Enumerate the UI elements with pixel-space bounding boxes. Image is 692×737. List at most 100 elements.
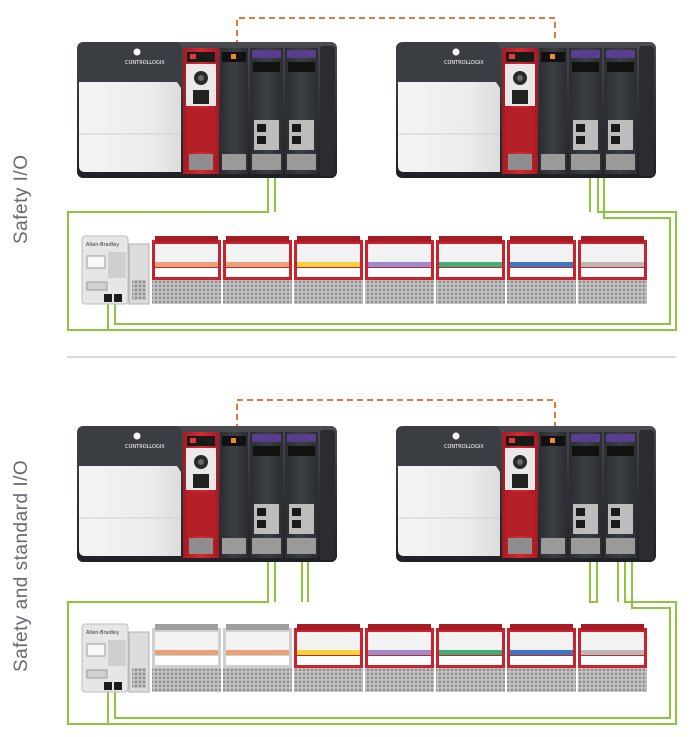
ethernet-display — [607, 62, 634, 72]
ethernet-module-label — [252, 50, 281, 58]
chassis-top-cover — [396, 426, 501, 464]
io-module-label — [155, 656, 218, 665]
ethernet-port-icon — [257, 508, 266, 516]
io-module-face — [368, 244, 431, 262]
partner-base — [222, 154, 246, 170]
io-module-color-stripe — [155, 262, 218, 267]
adapter-display — [86, 255, 106, 269]
io-module-label — [510, 656, 573, 665]
controller-brand: CONTROLLOGIX — [125, 60, 165, 66]
redundancy-link — [236, 399, 556, 430]
power-module-terminals — [132, 280, 146, 300]
io-module-label — [226, 656, 289, 665]
safety-controller-display — [187, 52, 215, 62]
status-led — [509, 54, 515, 59]
io-module-face — [226, 632, 289, 650]
power-supply-front — [398, 466, 500, 556]
io-module-color-stripe — [510, 650, 573, 655]
io-module-top-tab — [155, 624, 218, 630]
io-module-color-stripe — [510, 262, 573, 267]
io-terminal-block — [294, 280, 363, 304]
ethernet-module-label — [287, 434, 316, 442]
ethernet-port-icon — [576, 136, 585, 144]
io-terminal-block — [365, 280, 434, 304]
adapter-brand: Allen-Bradley — [86, 242, 119, 248]
io-module-top-tab — [581, 624, 644, 630]
io-module-top-tab — [510, 624, 573, 630]
io-module-top-tab — [439, 236, 502, 242]
safety-controller-display — [506, 436, 534, 446]
io-module-top-tab — [297, 236, 360, 242]
ethernet-port-icon — [292, 136, 301, 144]
ethernet-module-label — [287, 50, 316, 58]
io-module-face — [581, 632, 644, 650]
chassis-top-cover — [396, 42, 501, 80]
ethernet-port-icon — [576, 124, 585, 132]
adapter-label-plate — [86, 669, 108, 679]
partner-led — [231, 438, 236, 443]
io-module-label — [439, 268, 502, 277]
io-module-label — [581, 656, 644, 665]
ethernet-module-label — [571, 50, 600, 58]
ethernet-display — [572, 446, 599, 456]
ethernet-base — [252, 538, 281, 554]
io-terminal-block — [365, 668, 434, 692]
ethernet-display — [288, 62, 315, 72]
ethernet-base — [287, 154, 316, 170]
io-module-top-tab — [226, 624, 289, 630]
io-module-color-stripe — [226, 262, 289, 267]
keyswitch-core — [198, 75, 204, 81]
sd-slot — [193, 474, 209, 488]
ethernet-port-icon — [257, 136, 266, 144]
safety-partner-module — [220, 432, 248, 558]
io-module-face — [439, 632, 502, 650]
power-supply-front — [79, 82, 181, 172]
keyswitch-core — [517, 75, 523, 81]
adapter-brand: Allen-Bradley — [86, 630, 119, 636]
ethernet-display — [572, 62, 599, 72]
io-module-top-tab — [368, 236, 431, 242]
io-module-top-tab — [510, 236, 573, 242]
ethernet-base — [606, 538, 635, 554]
ab-logo-icon — [133, 48, 141, 56]
io-terminal-block — [152, 668, 221, 692]
chassis-end-cap — [320, 430, 335, 560]
controller-base — [189, 154, 213, 170]
io-module-label — [226, 268, 289, 277]
adapter-ethernet-port-icon — [114, 294, 122, 302]
controllogix-chassis: CONTROLLOGIX — [396, 426, 656, 562]
io-module-label — [368, 268, 431, 277]
io-terminal-block — [152, 280, 221, 304]
io-module-color-stripe — [368, 262, 431, 267]
io-terminal-block — [578, 280, 647, 304]
chassis-end-cap — [320, 46, 335, 176]
adapter-ethernet-port-icon — [114, 682, 122, 690]
controller-base — [508, 538, 532, 554]
io-module-top-tab — [581, 236, 644, 242]
ethernet-port-icon — [576, 508, 585, 516]
ethernet-base — [252, 154, 281, 170]
io-module-top-tab — [155, 236, 218, 242]
ab-logo-icon — [452, 48, 460, 56]
ab-logo-icon — [452, 432, 460, 440]
io-module-face — [155, 632, 218, 650]
safety-partner-module — [539, 48, 567, 174]
io-module-color-stripe — [581, 262, 644, 267]
ethernet-drop — [589, 562, 598, 603]
controller-lower — [506, 492, 534, 536]
ethernet-ring — [67, 178, 677, 331]
partner-base — [541, 154, 565, 170]
io-bank: Allen-Bradley — [81, 235, 647, 305]
io-module-face — [581, 244, 644, 262]
safety-controller-display — [187, 436, 215, 446]
ethernet-base — [606, 154, 635, 170]
io-bank: Allen-Bradley — [81, 623, 647, 693]
io-module-face — [297, 244, 360, 262]
ethernet-display — [288, 446, 315, 456]
io-module-label — [439, 656, 502, 665]
controller-base — [508, 154, 532, 170]
ethernet-port-icon — [292, 124, 301, 132]
ethernet-display — [253, 62, 280, 72]
io-module-face — [510, 632, 573, 650]
